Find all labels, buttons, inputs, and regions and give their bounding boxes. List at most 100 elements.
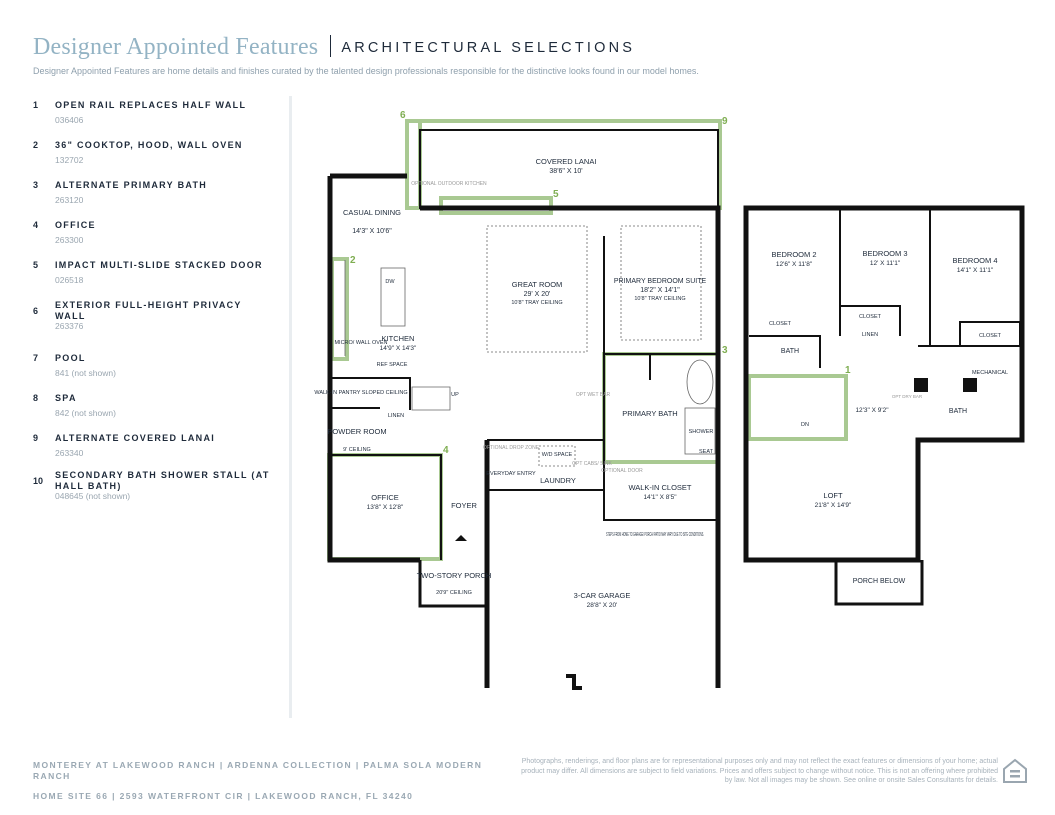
feature-number: 1 xyxy=(33,100,39,110)
feature-name: IMPACT MULTI-SLIDE STACKED DOOR xyxy=(55,260,263,270)
feature-number: 5 xyxy=(33,260,39,270)
label-wet-bar: OPT WET BAR xyxy=(576,392,611,398)
label-bed3: BEDROOM 3 xyxy=(862,249,907,258)
chimney-block-1 xyxy=(914,378,928,392)
highlight-open-rail xyxy=(747,374,848,441)
equal-housing-icon xyxy=(1002,757,1028,785)
label-casual-dining: CASUAL DINING xyxy=(343,208,401,217)
markers: 1 2 3 4 5 6 9 xyxy=(350,110,851,456)
label-laundry: LAUNDRY xyxy=(540,476,576,485)
marker-3: 3 xyxy=(722,345,728,356)
lanai-outline xyxy=(419,129,719,209)
ceiling-outlines xyxy=(344,225,716,467)
label-garage-dim: 28'8" X 20' xyxy=(587,602,618,609)
feature-code: 048645 (not shown) xyxy=(55,491,131,501)
walls-second-interior xyxy=(749,208,1021,606)
walls-first-floor xyxy=(327,173,721,688)
label-dry-bar: OPT DRY BAR xyxy=(892,394,923,399)
feature-item: 9 ALTERNATE COVERED LANAI 263340 xyxy=(33,433,273,470)
label-garage: 3-CAR GARAGE xyxy=(574,591,631,600)
label-office: OFFICE xyxy=(371,493,399,502)
label-wd: W/D SPACE xyxy=(542,452,573,458)
feature-name: ALTERNATE COVERED LANAI xyxy=(55,433,216,443)
label-great-room-ceiling: 10'8" TRAY CEILING xyxy=(511,300,562,306)
page-subtitle: ARCHITECTURAL SELECTIONS xyxy=(341,40,636,56)
label-walkin-closet: WALK-IN CLOSET xyxy=(628,483,691,492)
label-closet-1: CLOSET xyxy=(769,321,792,327)
wall-pantry xyxy=(330,377,411,410)
walls-second-floor xyxy=(743,205,1025,563)
garage-stub xyxy=(566,674,582,690)
chimney-block-2 xyxy=(963,378,977,392)
label-loft-dim: 21'8" X 14'9" xyxy=(815,502,852,509)
kitchen-island xyxy=(380,267,406,327)
wall-porch xyxy=(418,560,487,608)
label-powder-ceiling: 9' CEILING xyxy=(343,447,371,453)
floor-plan: 1 2 3 4 5 6 9 COVERED LANAI 38'6" X 10' … xyxy=(300,100,1040,700)
label-linen-2: LINEN xyxy=(862,332,878,338)
label-opt-cabs: OPT CABS/ SINK xyxy=(572,461,612,467)
label-primary-bath: PRIMARY BATH xyxy=(622,409,677,418)
marker-5: 5 xyxy=(553,189,559,200)
feature-name: OFFICE xyxy=(55,220,96,230)
feature-number: 9 xyxy=(33,433,39,443)
label-optional-door: OPTIONAL DOOR xyxy=(601,468,643,474)
wd-box xyxy=(538,445,576,467)
tub xyxy=(686,359,714,405)
label-great-room-dim: 29' X 20' xyxy=(524,291,551,298)
label-steps-note: STEPS FROM HOME TO GARAGE/ PORCH/ PATIO … xyxy=(606,532,704,538)
label-linen: LINEN xyxy=(388,413,404,419)
label-closet-3: CLOSET xyxy=(979,333,1002,339)
feature-name: SECONDARY BATH SHOWER STALL (AT HALL BAT… xyxy=(55,470,270,491)
label-foyer: FOYER xyxy=(451,501,477,510)
feature-code: 263340 xyxy=(55,448,84,458)
footer-line-1: MONTEREY AT LAKEWOOD RANCH | ARDENNA COL… xyxy=(33,760,483,781)
feature-number: 2 xyxy=(33,140,39,150)
label-outdoor-kitchen: OPTIONAL OUTDOOR KITCHEN xyxy=(411,181,487,187)
page-description: Designer Appointed Features are home det… xyxy=(33,66,699,76)
footer-disclaimer: Photographs, renderings, and floor plans… xyxy=(521,758,998,784)
feature-code: 263376 xyxy=(55,321,84,331)
page-title: Designer Appointed Features xyxy=(33,34,319,60)
floor-plan-svg: 1 2 3 4 5 6 9 COVERED LANAI 38'6" X 10' … xyxy=(314,110,1025,690)
feature-item: 5 IMPACT MULTI-SLIDE STACKED DOOR 026518 xyxy=(33,260,273,300)
porch-below-outline xyxy=(834,560,924,606)
label-shower: SHOWER xyxy=(689,429,714,435)
wall-office xyxy=(330,454,442,560)
label-bed4: BEDROOM 4 xyxy=(952,256,997,265)
footer-community: MONTEREY AT LAKEWOOD RANCH | ARDENNA COL… xyxy=(33,760,523,802)
equal-housing-icon-svg xyxy=(1003,758,1027,783)
footer-line-2: HOME SITE 66 | 2593 WATERFRONT CIR | LAK… xyxy=(33,791,414,801)
feature-number: 3 xyxy=(33,180,39,190)
wall-west xyxy=(327,176,420,563)
feature-code: 026518 xyxy=(55,275,84,285)
marker-6: 6 xyxy=(400,110,406,121)
feature-name: 36" COOKTOP, HOOD, WALL OVEN xyxy=(55,140,243,150)
second-floor-outline xyxy=(743,205,1025,563)
walls-interior xyxy=(330,129,719,560)
label-dn: DN xyxy=(801,422,809,428)
label-bed2-dim: 12'6" X 11'8" xyxy=(776,261,813,268)
label-porch: TWO-STORY PORCH xyxy=(417,571,492,580)
label-bath-1: BATH xyxy=(781,348,799,355)
wall-bed3-closet xyxy=(840,305,901,336)
label-up: UP xyxy=(451,392,459,398)
feature-name: POOL xyxy=(55,353,86,363)
label-micro: MICRO/ WALL OVEN xyxy=(334,340,387,346)
feature-name: ALTERNATE PRIMARY BATH xyxy=(55,180,208,190)
title-divider xyxy=(330,35,332,57)
entry-arrow xyxy=(455,535,467,541)
label-kitchen: KITCHEN xyxy=(382,334,415,343)
feature-number: 4 xyxy=(33,220,39,230)
shower-box xyxy=(684,407,716,455)
marker-2: 2 xyxy=(350,255,356,266)
label-bed4-dim: 14'1" X 11'1" xyxy=(957,267,994,274)
room-labels: COVERED LANAI 38'6" X 10' OPTIONAL OUTDO… xyxy=(314,157,1008,609)
